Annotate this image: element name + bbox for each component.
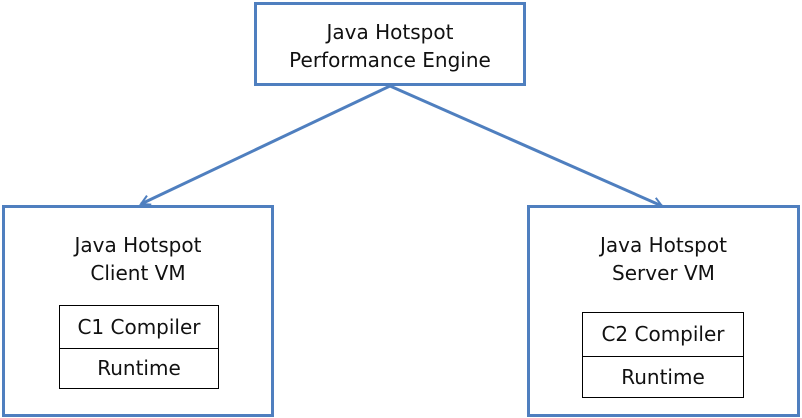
- server-vm-components: C2 Compiler Runtime: [582, 312, 744, 398]
- performance-engine-title-line2: Performance Engine: [289, 48, 491, 72]
- performance-engine-box: Java Hotspot Performance Engine: [254, 2, 526, 86]
- server-vm-box: Java Hotspot Server VM C2 Compiler Runti…: [527, 205, 800, 417]
- server-runtime-cell: Runtime: [621, 365, 705, 389]
- c1-compiler-cell: C1 Compiler: [77, 315, 201, 339]
- client-vm-box: Java Hotspot Client VM C1 Compiler Runti…: [2, 205, 274, 417]
- client-runtime-cell: Runtime: [97, 356, 181, 380]
- client-vm-divider: [60, 348, 218, 349]
- client-vm-title-line2: Client VM: [90, 261, 186, 285]
- server-vm-title-line1: Java Hotspot: [600, 233, 727, 257]
- client-vm-components: C1 Compiler Runtime: [59, 305, 219, 389]
- client-vm-title-line1: Java Hotspot: [74, 233, 202, 257]
- performance-engine-title-line1: Java Hotspot: [326, 20, 454, 44]
- server-vm-title-line2: Server VM: [612, 261, 715, 285]
- arrow-to-client-vm: [141, 84, 391, 204]
- c2-compiler-cell: C2 Compiler: [601, 322, 725, 346]
- server-vm-divider: [583, 356, 743, 357]
- arrow-to-server-vm: [389, 84, 662, 206]
